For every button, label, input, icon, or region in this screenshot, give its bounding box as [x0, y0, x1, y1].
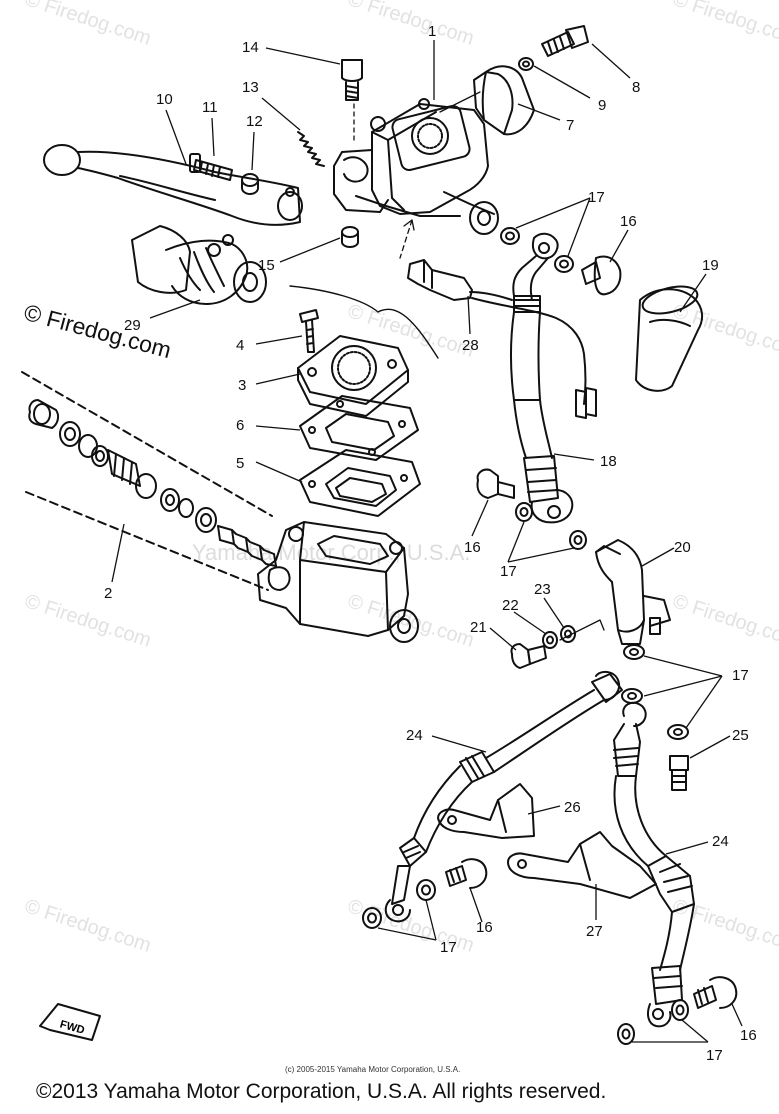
callout-label: 17 — [706, 1047, 723, 1064]
hose-bracket — [507, 831, 657, 899]
callout-label: 16 — [476, 919, 493, 936]
callout-label: 13 — [242, 79, 259, 96]
brake-lever — [43, 144, 303, 226]
callout-label: 8 — [632, 79, 640, 96]
callout-label: 3 — [238, 377, 246, 394]
crush-washer — [500, 227, 520, 245]
callout-label: 16 — [464, 539, 481, 556]
rubber-cap — [635, 285, 704, 392]
reservoir-bolt — [341, 59, 363, 101]
master-cylinder-assembly — [333, 98, 499, 235]
callout-label: 26 — [564, 799, 581, 816]
callout-label: 6 — [236, 417, 244, 434]
callout-label: 17 — [732, 667, 749, 684]
banjo-bolt — [581, 255, 622, 296]
callout-label: 23 — [534, 581, 551, 598]
crush-washer — [617, 1023, 635, 1045]
piston-kit — [21, 371, 277, 591]
callout-label: 2 — [104, 585, 112, 602]
boot-cap — [341, 226, 359, 248]
callout-label: 15 — [258, 257, 275, 274]
callout-label: 21 — [470, 619, 487, 636]
callout-label: 7 — [566, 117, 574, 134]
callout-label: 12 — [246, 113, 263, 130]
reservoir-screw — [299, 309, 319, 353]
callout-label: 29 — [124, 317, 141, 334]
crush-washer — [554, 255, 574, 273]
crush-washer — [667, 724, 689, 740]
callout-label: 16 — [740, 1027, 757, 1044]
banjo-bolt — [445, 858, 488, 889]
joint-bolt — [510, 643, 547, 669]
callout-label: 19 — [702, 257, 719, 274]
callout-label: 24 — [712, 833, 729, 850]
diaphragm — [299, 449, 421, 517]
crush-washer — [621, 688, 643, 704]
callout-label: 17 — [588, 189, 605, 206]
callout-label: 27 — [586, 923, 603, 940]
reservoir-cap — [297, 335, 409, 417]
crush-washer — [569, 530, 587, 550]
callout-label: 28 — [462, 337, 479, 354]
callout-label: 5 — [236, 455, 244, 472]
hose-bracket — [437, 783, 535, 839]
center-watermark: Yamaha Motor Corp., U.S.A. — [192, 540, 471, 565]
diaphragm-plate — [299, 395, 419, 461]
brake-hose-upper — [510, 232, 574, 524]
fwd-arrow-icon — [39, 1003, 101, 1041]
master-cylinder-body — [257, 521, 419, 643]
brake-switch — [407, 259, 597, 419]
brake-hose-left — [384, 670, 623, 923]
lever-bolt — [189, 153, 233, 181]
small-washer — [542, 631, 558, 649]
callout-label: 17 — [500, 563, 517, 580]
lever-nut — [241, 173, 259, 195]
crush-washer — [416, 879, 436, 901]
callout-label: 9 — [598, 97, 606, 114]
banjo-bolt — [669, 755, 689, 791]
lever-holder — [473, 65, 535, 136]
callout-label: 24 — [406, 727, 423, 744]
crush-washer — [623, 644, 645, 660]
callout-label: 4 — [236, 337, 244, 354]
banjo-bolt — [476, 468, 515, 499]
brake-hose-right — [613, 701, 695, 1028]
lever-bracket — [131, 225, 267, 305]
callout-label: 22 — [502, 597, 519, 614]
lever-spring — [297, 131, 325, 167]
banjo-bolt — [693, 976, 738, 1009]
callout-label: 10 — [156, 91, 173, 108]
callout-label: 1 — [428, 23, 436, 40]
callout-label: 16 — [620, 213, 637, 230]
callout-label: 20 — [674, 539, 691, 556]
crush-washer — [515, 502, 533, 522]
holder-bolt — [541, 25, 589, 57]
crush-washer — [671, 999, 689, 1021]
callout-label: 18 — [600, 453, 617, 470]
three-way-joint — [595, 539, 671, 645]
callout-label: 14 — [242, 39, 259, 56]
copyright-notice: ©2013 Yamaha Motor Corporation, U.S.A. A… — [36, 1080, 607, 1103]
small-copyright: (c) 2005-2015 Yamaha Motor Corporation, … — [285, 1065, 461, 1074]
callout-label: 11 — [202, 99, 218, 116]
washer — [518, 57, 534, 71]
callout-label: 17 — [440, 939, 457, 956]
crush-washer — [362, 907, 382, 929]
callout-label: 25 — [732, 727, 749, 744]
